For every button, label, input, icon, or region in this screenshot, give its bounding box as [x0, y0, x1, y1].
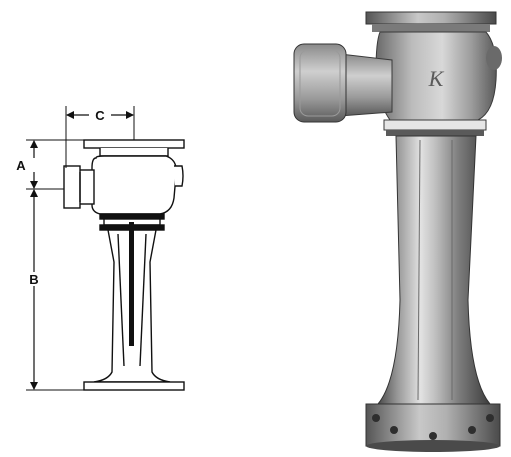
outlet-cap: [63, 165, 81, 209]
photo-bolt: [468, 426, 476, 434]
photo-column: [376, 135, 492, 405]
dim-label-a: A: [16, 158, 26, 173]
breakaway-ring: [99, 213, 165, 220]
photo-nozzle-cap: [293, 43, 347, 123]
dimension-drawing: [26, 106, 185, 391]
photo-bolt: [372, 414, 380, 422]
photo-bolt: [390, 426, 398, 434]
photo-nozzle: [339, 53, 393, 117]
valve-stem: [129, 222, 134, 346]
photo-top-flange: [365, 11, 497, 25]
dim-label-b: B: [29, 272, 38, 287]
top-flange: [83, 139, 185, 149]
head-side-cap: [174, 165, 184, 187]
base-flange: [83, 381, 185, 391]
photo-bolt: [429, 432, 437, 440]
photo-ring: [383, 119, 487, 131]
hydrant-photo: K: [293, 11, 502, 452]
valve-head: [91, 155, 177, 215]
photo-bolt: [486, 414, 494, 422]
upper-neck: [99, 148, 169, 157]
photo-emblem: K: [428, 66, 445, 91]
dim-label-c: C: [95, 108, 105, 123]
